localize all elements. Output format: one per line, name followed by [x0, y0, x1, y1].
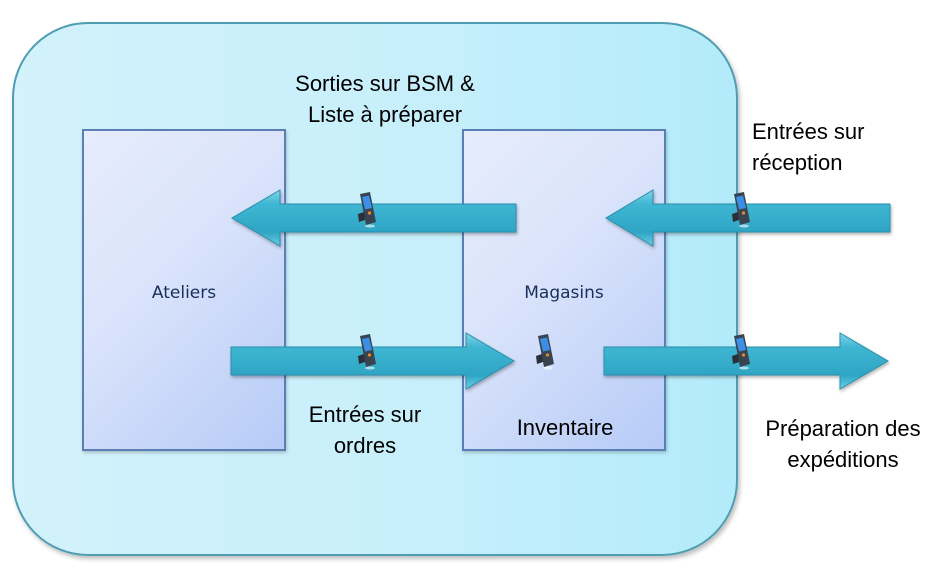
magasins-box: Magasins — [462, 129, 666, 451]
entrees-ordres-line2: ordres — [333, 433, 397, 458]
scanner-icon — [536, 334, 554, 370]
entrees-reception-line2: réception — [752, 150, 843, 175]
inventaire-label: Inventaire — [516, 415, 614, 440]
entrees-reception-label: Entrées sur réception — [752, 116, 865, 178]
entrees-ordres-label: Entrées sur ordres — [300, 399, 430, 461]
preparation-line2: expéditions — [787, 447, 899, 472]
entrees-reception-line1: Entrées sur — [752, 119, 865, 144]
ateliers-box: Ateliers — [82, 129, 286, 451]
preparation-line1: Préparation des — [765, 416, 921, 441]
sorties-line2: Liste à préparer — [307, 102, 463, 127]
magasins-label: Magasins — [524, 283, 604, 303]
ateliers-label: Ateliers — [151, 283, 217, 303]
preparation-label: Préparation des expéditions — [748, 413, 938, 475]
sorties-line1: Sorties sur BSM & — [295, 71, 475, 96]
entrees-ordres-line1: Entrées sur — [308, 402, 422, 427]
sorties-label: Sorties sur BSM & Liste à préparer — [270, 68, 500, 130]
